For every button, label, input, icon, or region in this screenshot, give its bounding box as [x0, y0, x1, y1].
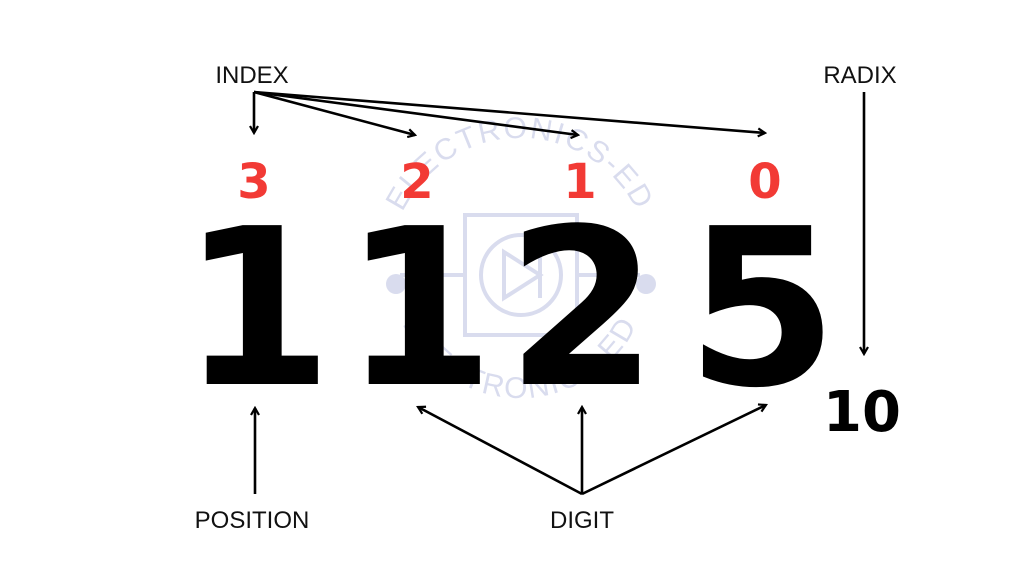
digit-arrows [418, 405, 766, 496]
digit-5-ones: 5 [686, 183, 838, 436]
position-label: POSITION [195, 507, 310, 534]
index-arrow-2 [253, 90, 415, 135]
digit-arrow-left [418, 407, 583, 496]
index-arrow-1 [253, 90, 578, 135]
index-3: 3 [237, 154, 270, 210]
index-0: 0 [748, 154, 781, 210]
index-arrow-0 [253, 90, 765, 133]
index-2: 2 [400, 154, 433, 210]
digit-label: DIGIT [550, 507, 614, 534]
index-1: 1 [563, 154, 596, 210]
digit-1-thousands: 1 [181, 183, 333, 436]
radix-value: 10 [823, 380, 901, 445]
index-label: INDEX [215, 62, 288, 89]
radix-label: RADIX [823, 62, 896, 89]
digit-arrow-right [581, 405, 766, 496]
digit-2-tens: 2 [506, 183, 658, 436]
index-arrows [253, 90, 765, 135]
digit-1-hundreds: 1 [343, 183, 495, 436]
